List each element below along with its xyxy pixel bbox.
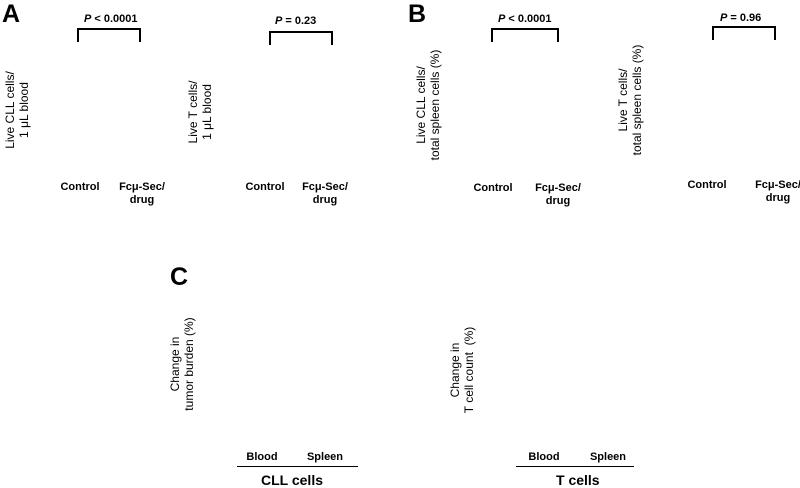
- x-tick-label: Blood: [528, 451, 560, 463]
- significance-bracket: [712, 26, 776, 40]
- significance-bracket: [77, 28, 141, 42]
- group-axis-line: [237, 466, 358, 467]
- x-tick-label: Spleen: [306, 451, 344, 463]
- p-value-label: P = 0.23: [275, 15, 317, 27]
- x-tick-label: Control: [687, 179, 727, 191]
- x-axis-group-label: CLL cells: [261, 472, 323, 488]
- panel-letter-b: B: [408, 0, 427, 28]
- y-axis-label: Live CLL cells/ total spleen cells (%): [414, 49, 442, 161]
- panel-letter-a: A: [2, 0, 21, 28]
- y-axis-label: Live T cells/ 1 μL blood: [186, 80, 214, 144]
- p-value-label: P < 0.0001: [84, 13, 138, 25]
- significance-bracket: [491, 28, 559, 42]
- x-tick-label: Blood: [246, 451, 278, 463]
- x-tick-label: Control: [60, 181, 100, 193]
- group-axis-line: [516, 466, 634, 467]
- y-axis-label: Live CLL cells/ 1 μL blood: [3, 71, 31, 149]
- x-tick-label: Spleen: [589, 451, 627, 463]
- x-tick-label: Fcμ-Sec/ drug: [535, 182, 581, 207]
- y-axis-label: Change in T cell count (%): [448, 326, 476, 414]
- y-axis-label: Live T cells/ total spleen cells (%): [616, 44, 644, 156]
- x-axis-group-label: T cells: [556, 472, 600, 488]
- y-axis-label: Change in tumor burden (%): [168, 317, 196, 411]
- x-tick-label: Control: [473, 182, 513, 194]
- p-value-label: P = 0.96: [720, 12, 762, 24]
- x-tick-label: Fcμ-Sec/ drug: [755, 179, 800, 204]
- x-tick-label: Fcμ-Sec/ drug: [119, 181, 165, 206]
- p-value-label: P < 0.0001: [498, 13, 552, 25]
- significance-bracket: [269, 31, 333, 45]
- panel-letter-c: C: [170, 263, 189, 291]
- x-tick-label: Fcμ-Sec/ drug: [302, 181, 348, 206]
- x-tick-label: Control: [245, 181, 285, 193]
